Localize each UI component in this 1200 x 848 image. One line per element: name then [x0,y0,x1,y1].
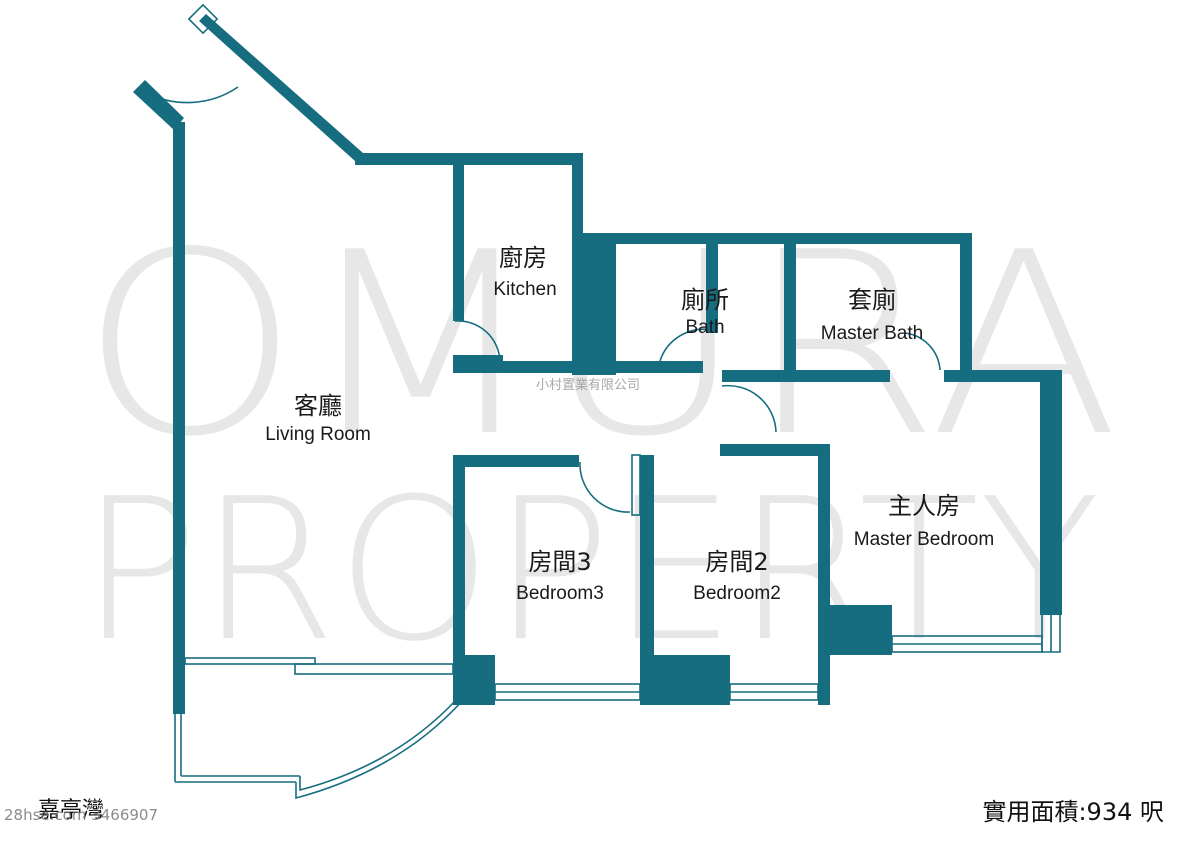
master-bath-label-zh: 套廁 [848,286,896,314]
living-room-label-zh: 客廳 [294,392,342,420]
walls [133,14,1062,714]
watermark-line2: PROPERTY [80,457,1100,685]
bedroom2-label-en: Bedroom2 [693,583,781,604]
saleable-area: 實用面積:934 呎 [982,798,1164,826]
agent-watermark: 小村置業有限公司 [536,378,641,393]
master-bedroom-label-en: Master Bedroom [854,529,994,550]
bedroom2-label-zh: 房間2 [705,548,768,576]
living-room-label-en: Living Room [265,424,371,445]
windows [174,3,1061,800]
bath-label-en: Bath [685,317,724,338]
kitchen-label-en: Kitchen [493,279,556,300]
bath-label-zh: 廁所 [681,286,729,314]
door-swings [144,86,941,513]
estate-name: 嘉亭灣 [38,798,105,823]
master-bedroom-label-zh: 主人房 [888,492,960,520]
bedroom3-label-zh: 房間3 [528,548,591,576]
bedroom3-label-en: Bedroom3 [516,583,604,604]
master-bath-label-en: Master Bath [821,323,923,344]
kitchen-label-zh: 廚房 [499,244,547,272]
listing-reference: 28hse.com 3466907 [4,806,159,824]
